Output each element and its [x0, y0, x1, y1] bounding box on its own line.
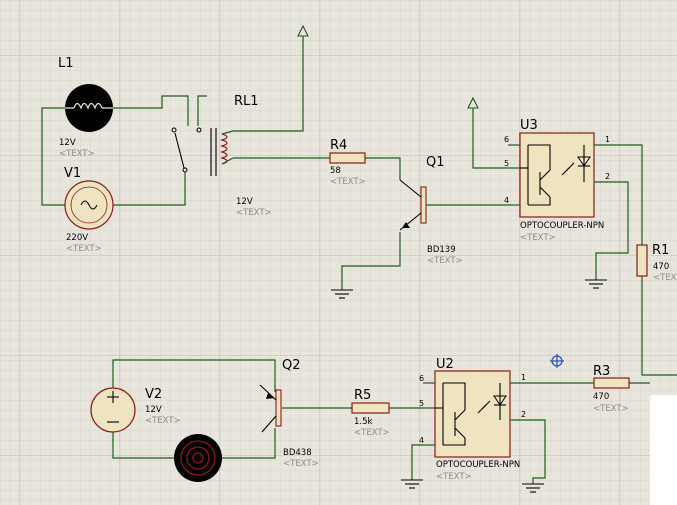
l1-value: 12V [59, 138, 76, 148]
relay-rl1[interactable] [171, 127, 234, 176]
blank-panel [650, 395, 677, 505]
transistor-q2[interactable] [259, 384, 282, 433]
r5-ref: R5 [354, 388, 371, 403]
power-terminal-1-icon[interactable] [297, 24, 309, 37]
u3-pin-4: 4 [504, 196, 509, 205]
q2-text: <TEXT> [283, 459, 319, 469]
dc-source-v2[interactable] [90, 387, 136, 433]
v2-ref: V2 [145, 387, 162, 402]
resistor-r3[interactable] [593, 377, 630, 389]
r1-value: 470 [653, 262, 669, 272]
q1-text: <TEXT> [427, 256, 463, 266]
r3-value: 470 [593, 392, 609, 402]
rl1-value: 12V [236, 197, 253, 207]
optocoupler-u3[interactable] [508, 132, 614, 218]
q1-value: BD139 [427, 245, 456, 255]
r5-text: <TEXT> [354, 428, 390, 438]
resistor-r5[interactable] [351, 402, 390, 414]
ground-4-icon [522, 483, 544, 493]
ground-2-icon [585, 279, 607, 289]
u2-pin-5: 5 [419, 399, 424, 408]
u3-pin-5: 5 [504, 159, 509, 168]
ground-3-icon [401, 479, 423, 489]
r4-ref: R4 [330, 138, 347, 153]
rl1-ref: RL1 [234, 94, 259, 109]
r4-text: <TEXT> [330, 177, 366, 187]
u2-pin-1: 1 [521, 373, 526, 382]
q1-ref: Q1 [426, 155, 445, 170]
u2-value: OPTOCOUPLER-NPN [436, 460, 520, 470]
q2-ref: Q2 [282, 358, 301, 373]
crosshair-icon [550, 354, 564, 368]
r1-text: <TEXT> [653, 273, 677, 283]
lamp-l1[interactable] [65, 84, 113, 132]
r5-value: 1.5k [354, 417, 373, 427]
r3-text: <TEXT> [593, 404, 629, 414]
l1-ref: L1 [58, 56, 74, 71]
optocoupler-u2[interactable] [423, 370, 530, 458]
u3-ref: U3 [520, 118, 538, 133]
ac-source-v1[interactable] [64, 180, 114, 230]
u3-pin-1: 1 [605, 135, 610, 144]
u3-text: <TEXT> [520, 233, 556, 243]
v1-ref: V1 [64, 166, 81, 181]
u2-pin-4: 4 [419, 436, 424, 445]
r1-ref: R1 [652, 243, 669, 258]
u2-pin-6: 6 [419, 374, 424, 383]
v1-value: 220V [66, 233, 88, 243]
u3-pin-2: 2 [605, 172, 610, 181]
u2-ref: U2 [436, 357, 454, 372]
v1-text: <TEXT> [66, 244, 102, 254]
transistor-q1[interactable] [399, 179, 427, 231]
u3-value: OPTOCOUPLER-NPN [520, 221, 604, 231]
u2-text: <TEXT> [436, 472, 472, 482]
rl1-text: <TEXT> [236, 208, 272, 218]
power-terminal-2-icon[interactable] [467, 96, 479, 109]
l1-text: <TEXT> [59, 149, 95, 159]
resistor-r1[interactable] [636, 244, 648, 277]
v2-text: <TEXT> [145, 416, 181, 426]
resistor-r4[interactable] [329, 152, 366, 164]
ground-1-icon [331, 289, 353, 299]
wires [41, 36, 677, 484]
v2-value: 12V [145, 405, 162, 415]
buzzer-icon[interactable] [174, 434, 222, 482]
r3-ref: R3 [593, 364, 610, 379]
u3-pin-6: 6 [504, 135, 509, 144]
q2-value: BD438 [283, 448, 312, 458]
u2-pin-2: 2 [521, 410, 526, 419]
r4-value: 58 [330, 166, 341, 176]
